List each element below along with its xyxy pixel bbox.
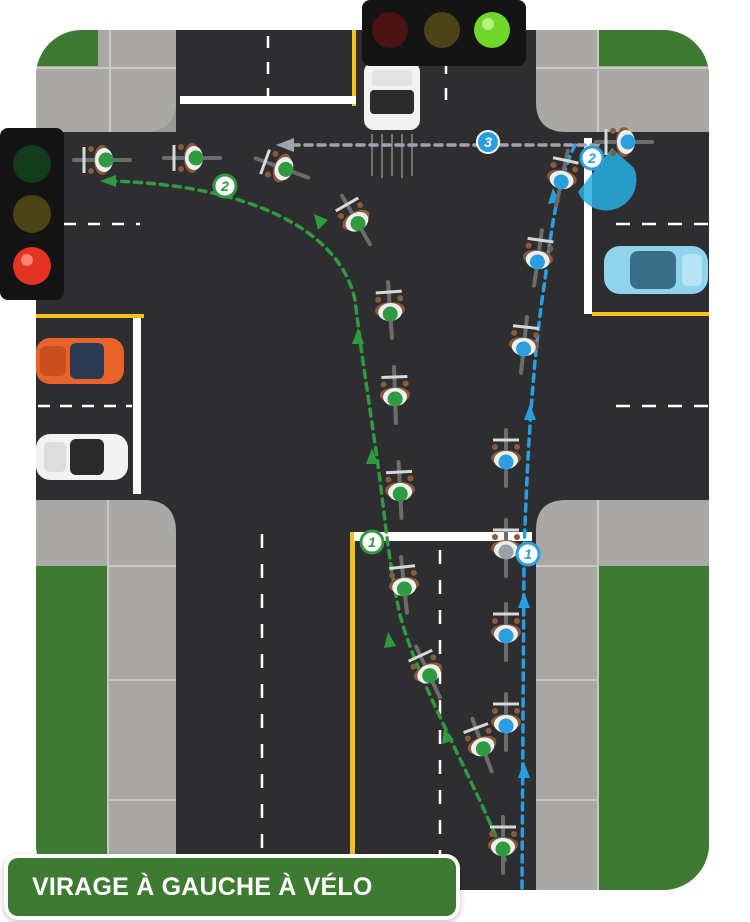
marker-grey-3: 3 [476, 130, 500, 154]
marker-green-2: 2 [212, 173, 238, 199]
svg-text:1: 1 [524, 546, 532, 562]
white-car-north [364, 62, 420, 178]
green-route [108, 179, 507, 862]
caption-title: VIRAGE À GAUCHE À VÉLO [32, 872, 373, 901]
svg-text:2: 2 [220, 178, 229, 194]
blue-car-east [604, 246, 708, 294]
svg-text:1: 1 [368, 534, 376, 550]
traffic-light-icon [362, 0, 526, 66]
svg-text:2: 2 [587, 150, 596, 166]
white-car-west [36, 434, 128, 480]
svg-text:3: 3 [484, 134, 492, 150]
arrow-icon [100, 138, 560, 778]
traffic-light-icon [0, 128, 64, 300]
orange-car [36, 338, 124, 384]
turn-sector [578, 148, 637, 211]
marker-blue-1: 1 [515, 541, 541, 567]
marker-green-1: 1 [359, 529, 385, 555]
caption-banner: VIRAGE À GAUCHE À VÉLO [8, 858, 456, 916]
marker-blue-2: 2 [579, 145, 605, 171]
